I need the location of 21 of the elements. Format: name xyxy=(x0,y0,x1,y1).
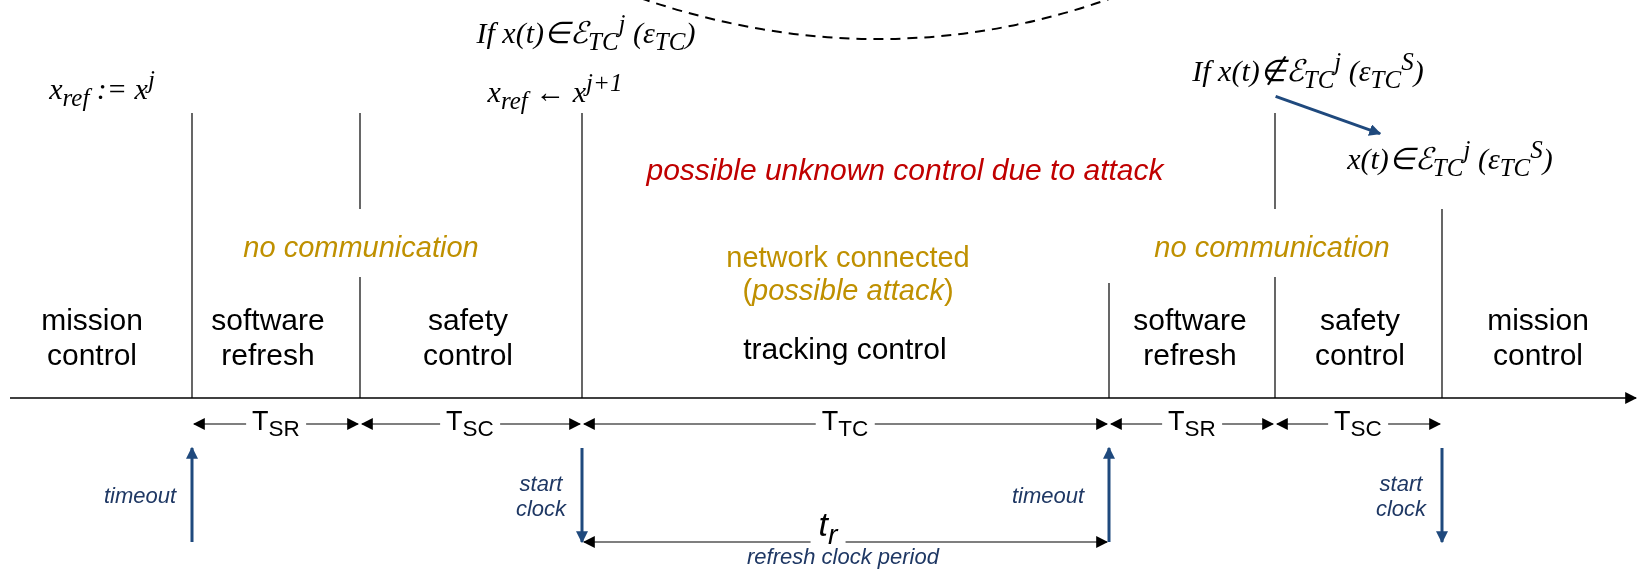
condition-formula: If x(t)∈ℰ$_{TC}$$^{j}$ (ε$_{TC}$) xyxy=(476,9,696,57)
phase-label: tracking control xyxy=(743,331,947,367)
condition-formula: If x(t)∉ℰ$_{TC}$$^{j}$ (ε$_{TC}$$^{S}$) xyxy=(1192,47,1424,95)
formula: x$_{ref}$ ← x$^{j+1}$ xyxy=(487,68,623,116)
arrow xyxy=(1275,94,1382,136)
annotation-text: possible unknown control due to attack xyxy=(646,152,1164,188)
event-label: start clock xyxy=(1374,470,1428,522)
phase-label: software refresh xyxy=(1132,302,1248,372)
phase-label: mission control xyxy=(40,302,144,372)
condition-formula: x(t)∈ℰ$_{TC}$$^{j}$ (ε$_{TC}$$^{S}$) xyxy=(1347,135,1553,183)
annotation-text: no communication xyxy=(1154,231,1390,265)
event-label: timeout xyxy=(103,483,177,509)
phase-label: mission control xyxy=(1486,302,1590,372)
formula: x$_{ref}$ := x$^{j}$ xyxy=(49,65,155,113)
annotation-text: network connected (possible attack) xyxy=(725,240,971,308)
event-label: timeout xyxy=(1011,483,1085,509)
phase-label: software refresh xyxy=(210,302,326,372)
phase-label: safety control xyxy=(421,302,514,372)
event-label: start clock xyxy=(514,470,568,522)
phase-label: safety control xyxy=(1313,302,1406,372)
annotation-text: no communication xyxy=(243,231,479,265)
